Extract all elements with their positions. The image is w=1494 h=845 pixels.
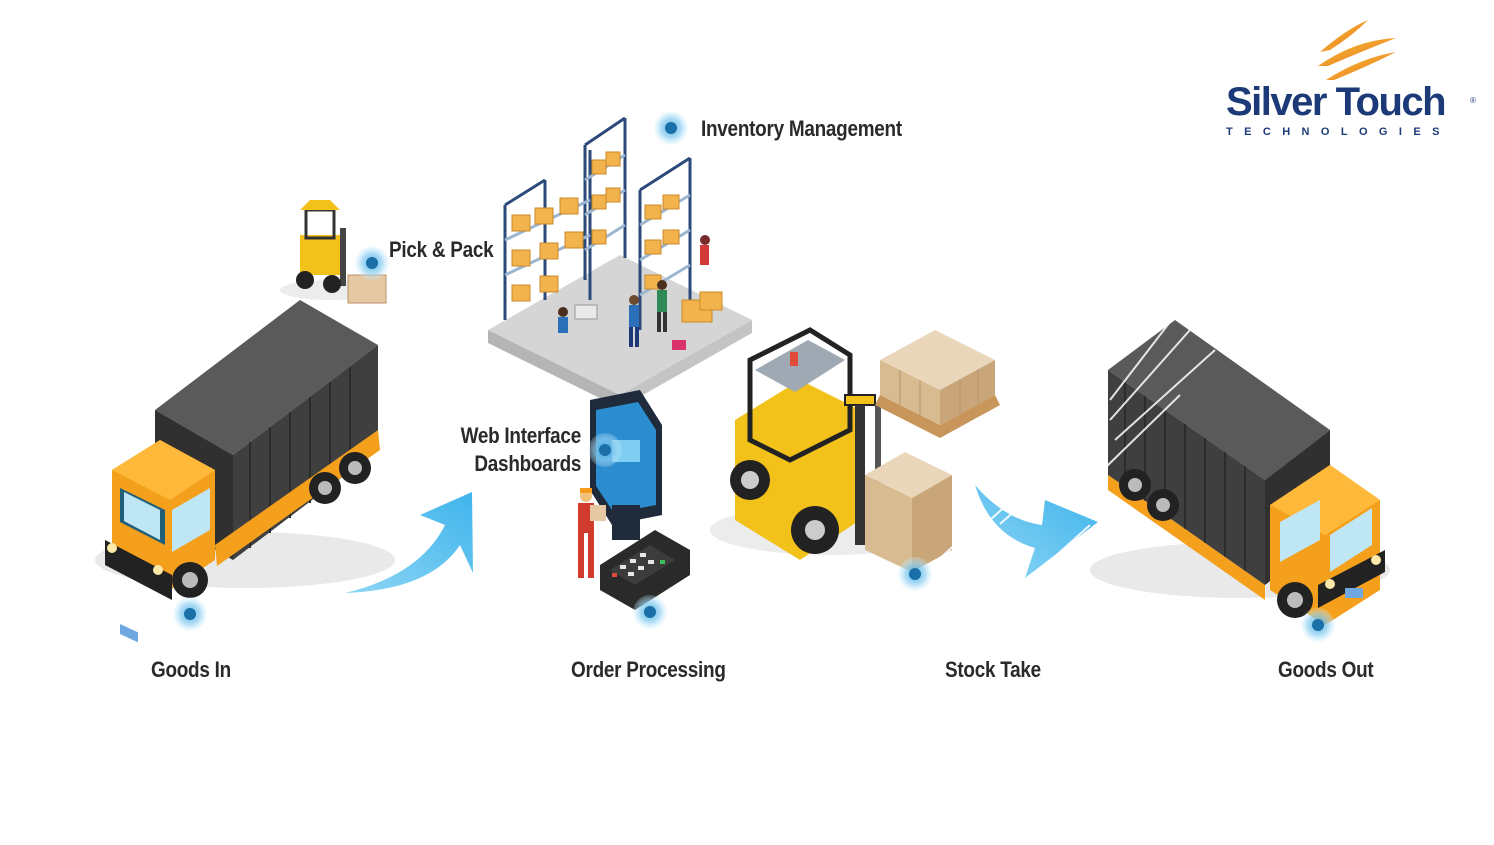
label-inventory-management: Inventory Management: [701, 116, 902, 141]
marker-stock-take-icon: [898, 557, 932, 591]
label-dashboards: Dashboards: [474, 451, 581, 476]
label-stock-take: Stock Take: [945, 657, 1041, 682]
marker-order-processing-icon: [633, 595, 667, 629]
label-web-interface: Web Interface: [460, 423, 582, 448]
marker-pick-pack-icon: [355, 246, 389, 280]
marker-goods-in-icon: [173, 597, 207, 631]
brand-registered-mark: ®: [1470, 96, 1476, 105]
stock-take-forklift-icon: [710, 327, 1000, 596]
label-order-processing: Order Processing: [571, 657, 726, 682]
brand-logo: Silver Touch TECHNOLOGIES: [1226, 82, 1486, 138]
dashboard-kiosk-icon: [578, 390, 690, 610]
pick-pack-forklift-icon: [280, 200, 387, 304]
label-goods-out: Goods Out: [1278, 657, 1374, 682]
flow-arrow-1-icon: [345, 492, 473, 593]
warehouse-racks-icon: [488, 116, 752, 408]
brand-name: Silver Touch: [1226, 80, 1447, 124]
label-pick-pack: Pick & Pack: [389, 237, 494, 262]
flow-arrow-2-icon: [975, 485, 1098, 578]
brand-subtitle: TECHNOLOGIES: [1226, 126, 1451, 138]
workers-icon: [558, 235, 710, 350]
truck-goods-in-icon: [95, 300, 395, 643]
brand-flame-icon: [1318, 20, 1396, 80]
marker-inventory-icon: [654, 111, 688, 145]
label-goods-in: Goods In: [151, 657, 231, 682]
truck-goods-out-icon: [1090, 320, 1390, 625]
marker-goods-out-icon: [1301, 608, 1335, 642]
marker-web-interface-icon: [588, 433, 622, 467]
